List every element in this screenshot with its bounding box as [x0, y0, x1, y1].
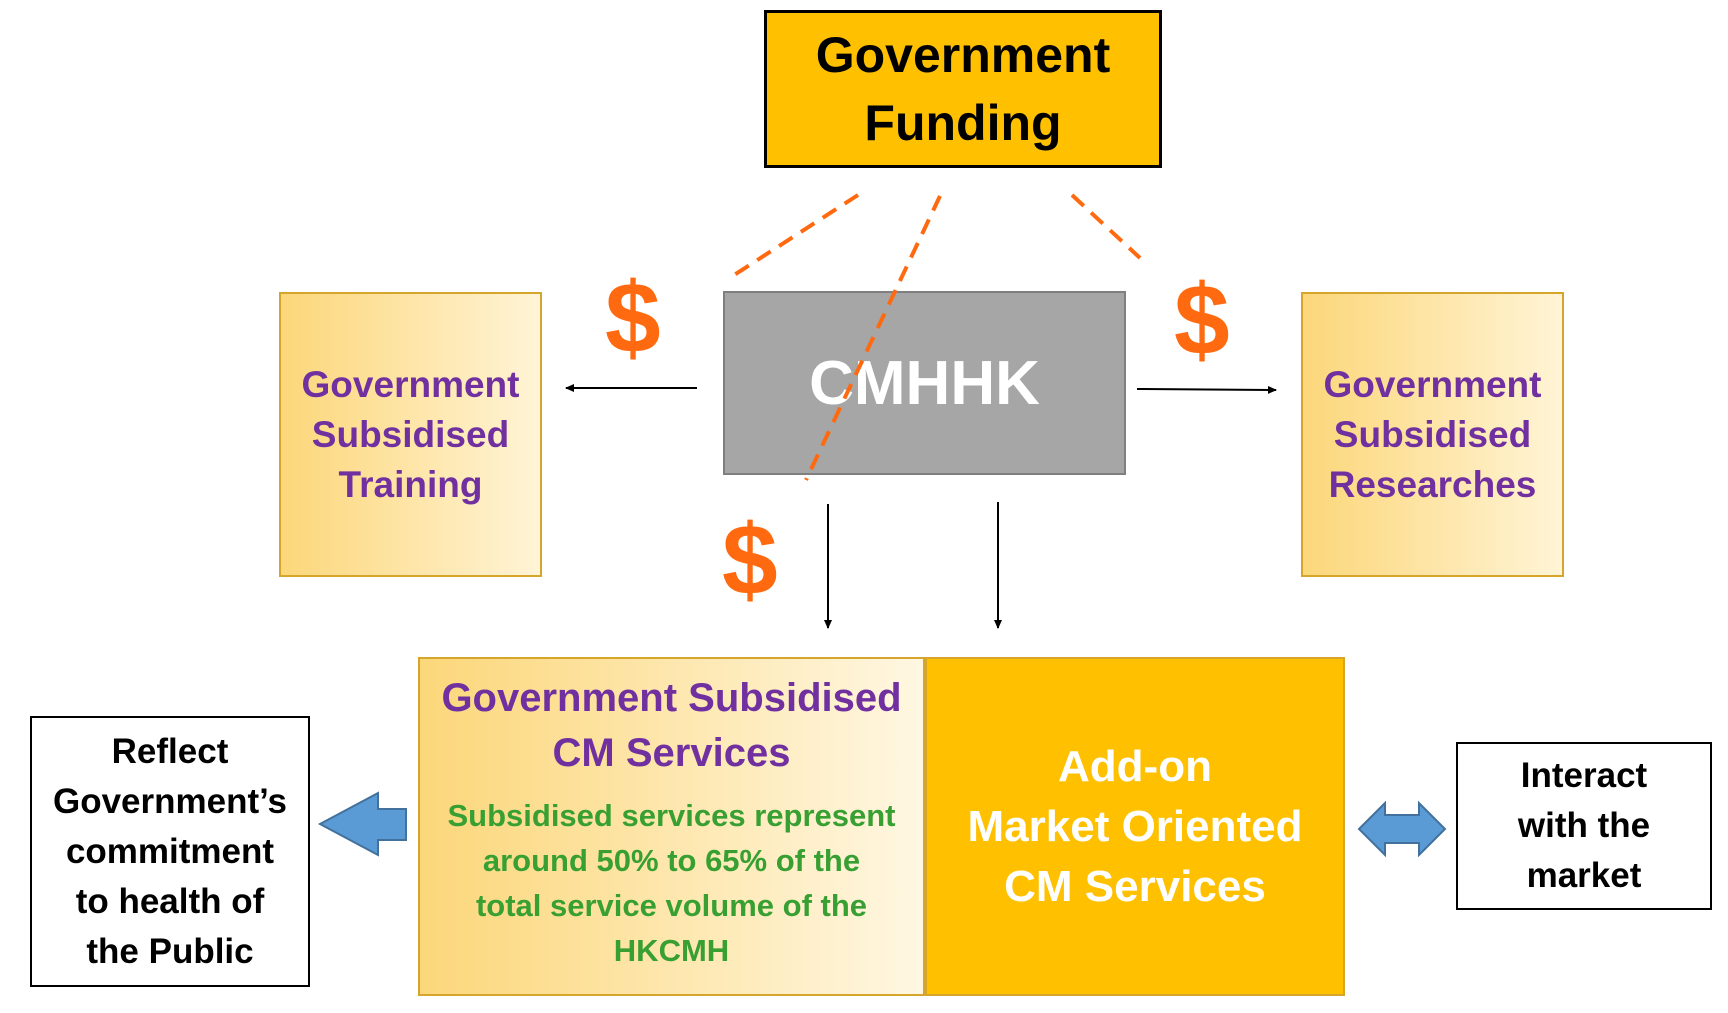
- subsidised-training-box: Government Subsidised Training: [279, 292, 542, 577]
- cmhhk-label: CMHHK: [809, 348, 1040, 418]
- addon-line-2: Market Oriented: [967, 801, 1303, 851]
- double-block-arrow: [1357, 800, 1447, 858]
- dollar-icon: $: [1174, 264, 1230, 376]
- researches-line-3: Researches: [1328, 463, 1537, 505]
- cmhhk-box: CMHHK: [723, 291, 1126, 475]
- interact-market-box: Interact with the market: [1456, 742, 1712, 910]
- subsidised-services-description: Subsidised services represent around 50%…: [447, 793, 895, 973]
- interact-line-1: Interact: [1520, 756, 1648, 795]
- interact-line-3: market: [1526, 856, 1642, 895]
- subsidised-desc-line-4: HKCMH: [613, 933, 730, 968]
- addon-line-3: CM Services: [1004, 861, 1266, 911]
- dollar-icon: $: [605, 262, 661, 374]
- training-line-1: Government: [301, 363, 520, 405]
- interact-line-2: with the: [1517, 806, 1651, 845]
- funding-line-2: Funding: [864, 95, 1062, 151]
- funding-dashed-line-right: [1070, 193, 1142, 260]
- researches-line-2: Subsidised: [1333, 413, 1532, 455]
- reflect-commitment-box: Reflect Government’s commitment to healt…: [30, 716, 310, 987]
- training-line-3: Training: [338, 463, 483, 505]
- subsidised-desc-line-3: total service volume of the: [475, 888, 868, 923]
- training-line-2: Subsidised: [311, 413, 510, 455]
- funding-line-1: Government: [815, 27, 1111, 83]
- subsidised-desc-line-2: around 50% to 65% of the: [482, 843, 861, 878]
- subsidised-title-line-1: Government Subsidised: [441, 676, 902, 720]
- addon-market-services-box: Add-on Market Oriented CM Services: [925, 657, 1345, 996]
- reflect-line-5: the Public: [86, 931, 254, 971]
- left-block-arrow: [317, 791, 407, 857]
- funding-dashed-line-left: [726, 193, 860, 281]
- addon-line-1: Add-on: [1058, 741, 1212, 791]
- subsidised-title-line-2: CM Services: [552, 731, 791, 775]
- reflect-line-4: to health of: [75, 881, 265, 921]
- reflect-line-1: Reflect: [111, 731, 229, 771]
- subsidised-cm-services-box: Government Subsidised CM Services Subsid…: [418, 657, 925, 996]
- subsidised-researches-box: Government Subsidised Researches: [1301, 292, 1564, 577]
- subsidised-services-title: Government Subsidised CM Services: [441, 671, 901, 781]
- government-funding-box: Government Funding: [764, 10, 1162, 168]
- subsidised-desc-line-1: Subsidised services represent: [447, 798, 896, 833]
- researches-line-1: Government: [1323, 363, 1542, 405]
- reflect-line-2: Government’s: [52, 781, 288, 821]
- reflect-line-3: commitment: [65, 831, 275, 871]
- dollar-icon: $: [722, 504, 778, 616]
- arrow-to-researches: [1136, 385, 1277, 394]
